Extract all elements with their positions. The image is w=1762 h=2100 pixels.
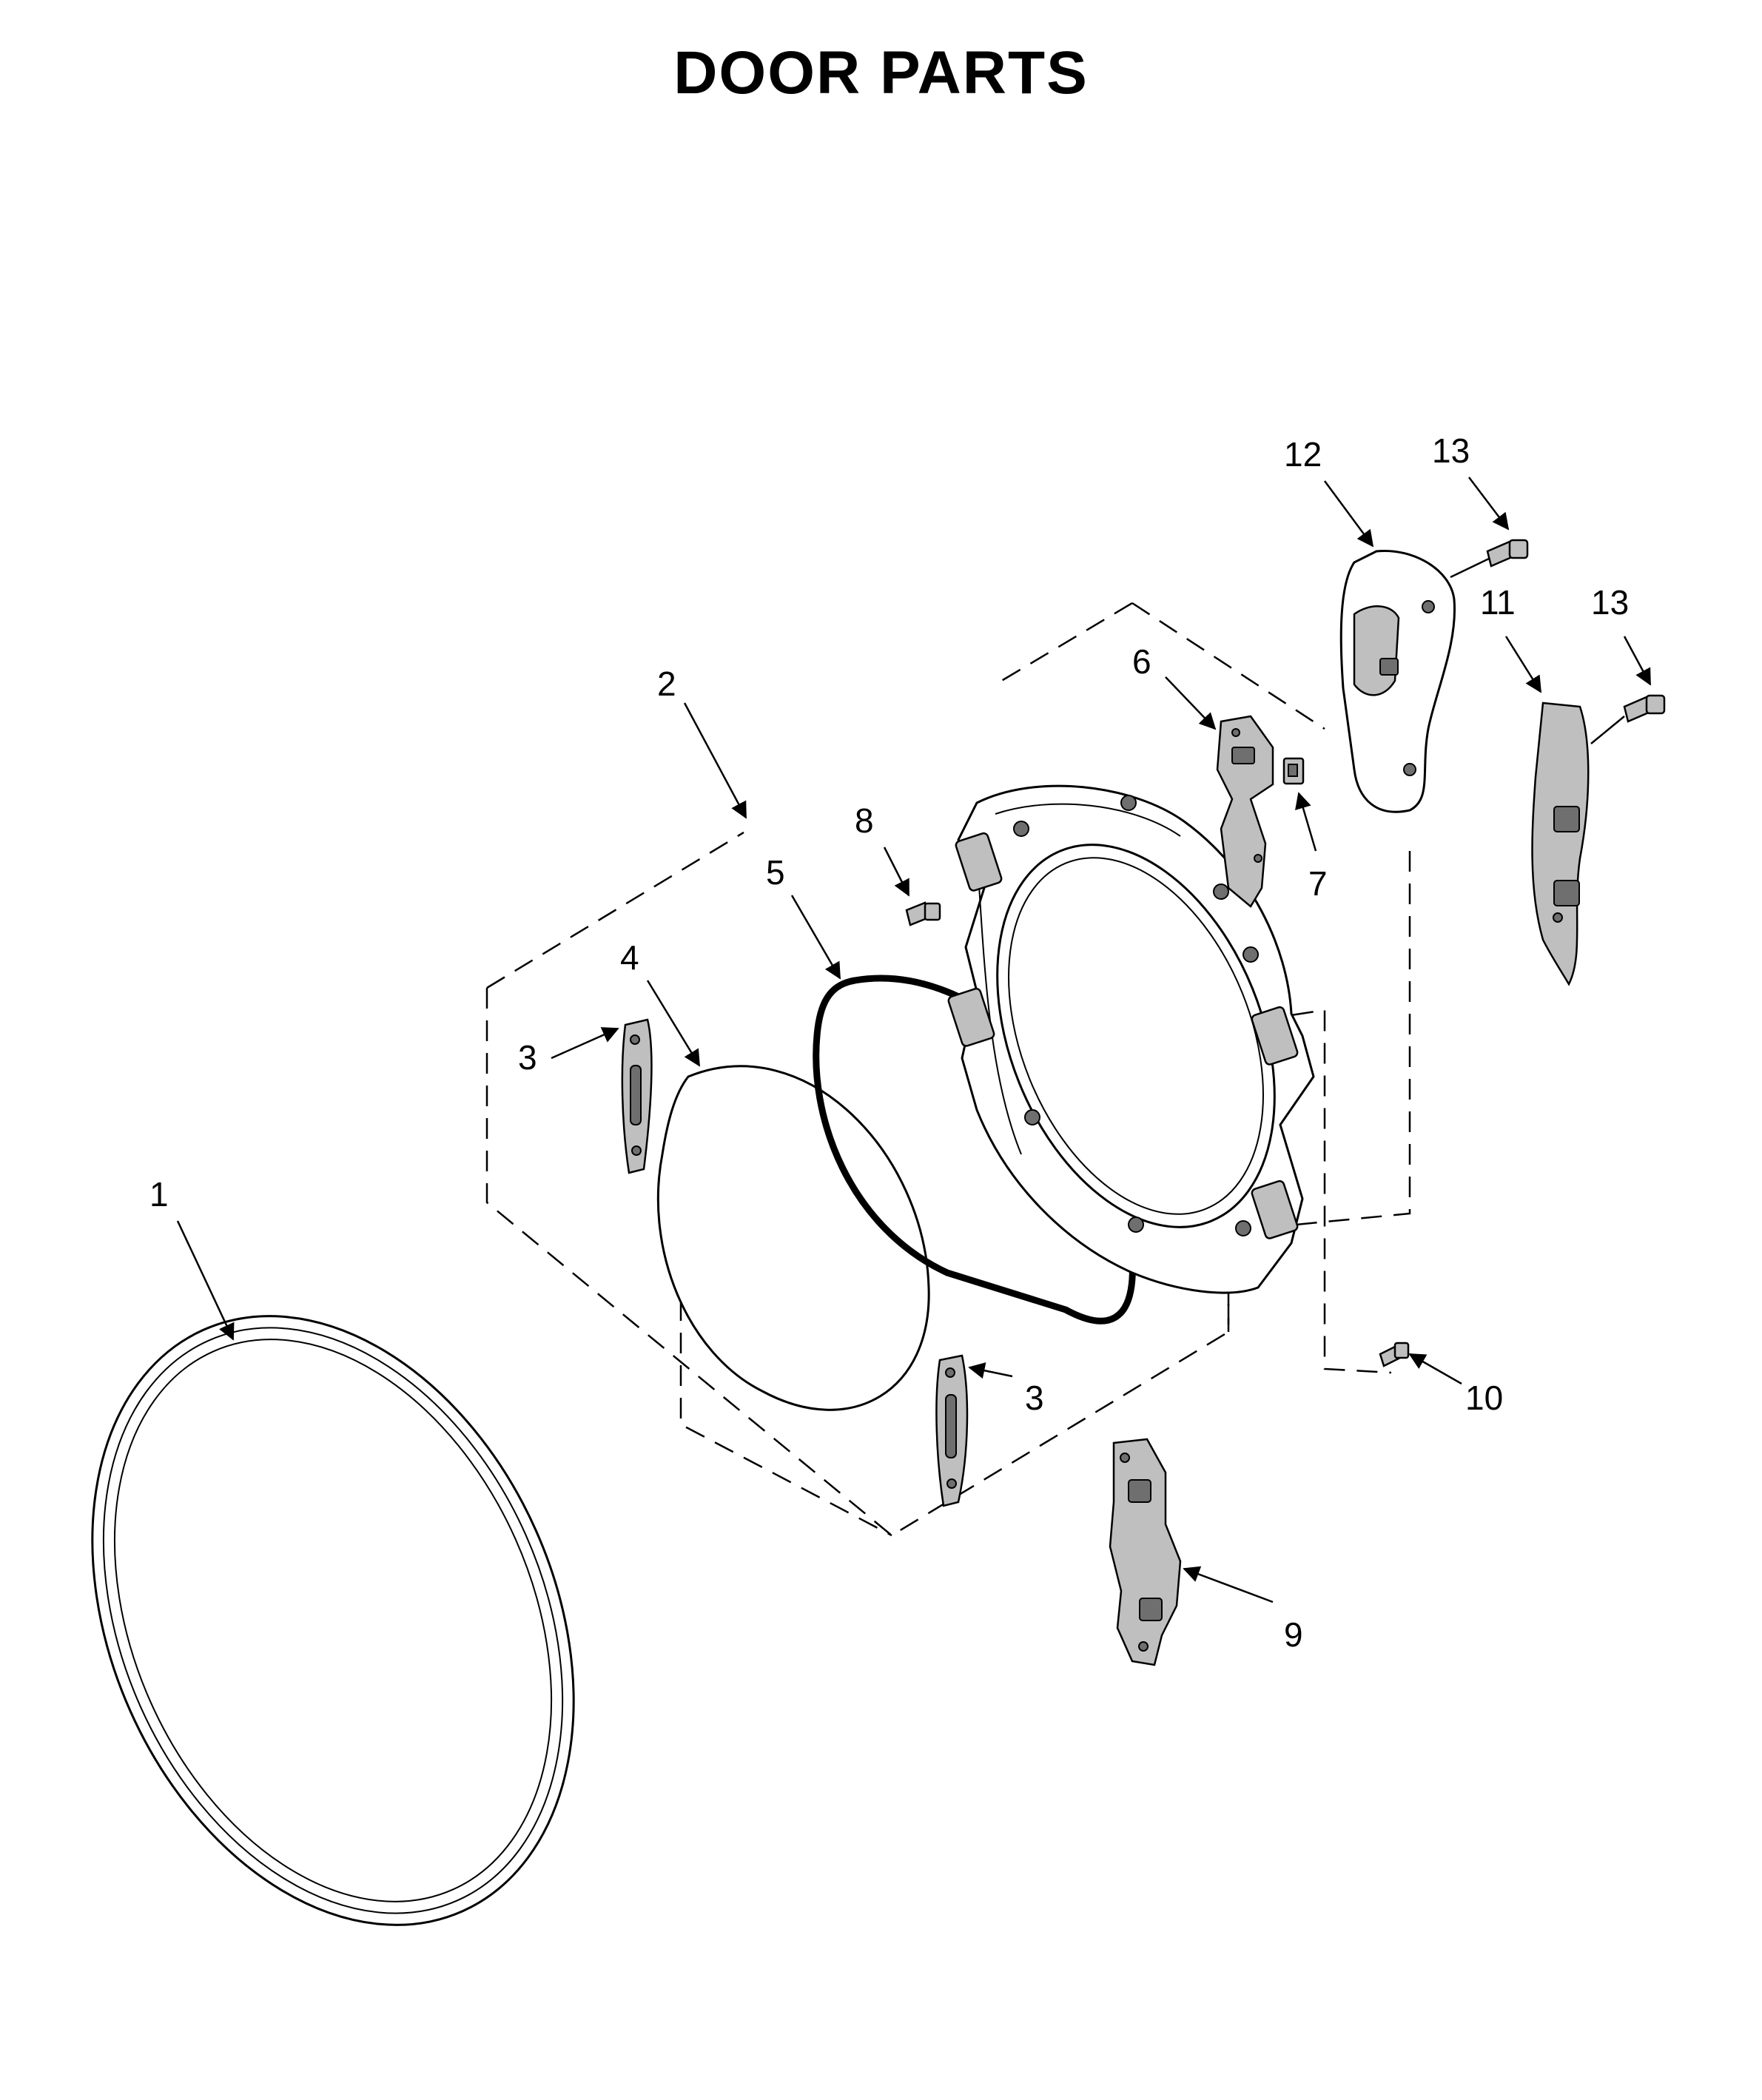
callout-6: 6 <box>1132 642 1151 681</box>
leader-13-upper <box>1468 477 1510 531</box>
leader-11 <box>1504 636 1542 693</box>
page-title: DOOR PARTS <box>673 39 1089 107</box>
part-9-door-hinge[interactable] <box>1109 1438 1182 1666</box>
leader-3-lower <box>968 1362 1013 1379</box>
leader-4 <box>646 980 701 1067</box>
callout-8: 8 <box>855 801 874 840</box>
part-10-screw[interactable] <box>1379 1342 1410 1367</box>
leader-8 <box>883 847 910 897</box>
leader-11-to-screw <box>1590 716 1625 744</box>
part-13-screw-upper[interactable] <box>1486 539 1529 568</box>
leader-13-lower <box>1623 636 1652 686</box>
callout-13-lower: 13 <box>1591 583 1629 622</box>
part-11-handle-back-plate[interactable] <box>1531 701 1590 986</box>
part-7-latch-clip[interactable] <box>1282 757 1305 785</box>
callout-4: 4 <box>620 938 639 977</box>
leader-10 <box>1408 1353 1462 1385</box>
callout-3-upper: 3 <box>518 1038 537 1077</box>
callout-labels: 1 2 3 3 4 5 6 7 8 9 10 11 12 13 13 <box>149 431 1629 1654</box>
part-13-screw-lower[interactable] <box>1623 694 1666 723</box>
part-1-outer-door-ring[interactable] <box>1 1239 665 2002</box>
callout-9: 9 <box>1284 1615 1303 1654</box>
part-4-door-glass[interactable] <box>656 1065 930 1411</box>
leader-3-upper <box>551 1027 619 1060</box>
leader-lines <box>176 477 1652 1603</box>
leader-12 <box>1323 480 1374 548</box>
leader-7 <box>1295 792 1317 852</box>
part-2-inner-door-frame[interactable] <box>944 784 1328 1294</box>
leader-1 <box>176 1220 235 1341</box>
callout-12: 12 <box>1284 435 1322 474</box>
callout-3-lower: 3 <box>1025 1379 1044 1417</box>
part-8-screw[interactable] <box>905 901 941 926</box>
callout-13-upper: 13 <box>1432 431 1470 470</box>
callout-7: 7 <box>1308 864 1328 903</box>
callout-11: 11 <box>1480 583 1516 622</box>
leader-6 <box>1165 676 1217 730</box>
part-3-hinge-block-upper[interactable] <box>621 1018 653 1174</box>
leader-2 <box>683 702 747 819</box>
leader-5 <box>790 895 841 980</box>
callout-2: 2 <box>657 664 676 703</box>
callout-1: 1 <box>149 1175 169 1214</box>
leader-9 <box>1183 1566 1274 1603</box>
callout-5: 5 <box>766 853 785 892</box>
part-3-hinge-block-lower[interactable] <box>935 1354 969 1507</box>
leader-12-to-screw <box>1450 557 1490 579</box>
part-12-door-handle[interactable] <box>1339 549 1456 813</box>
callout-10: 10 <box>1465 1379 1503 1417</box>
part-6-hinge-bracket[interactable] <box>1216 715 1274 908</box>
